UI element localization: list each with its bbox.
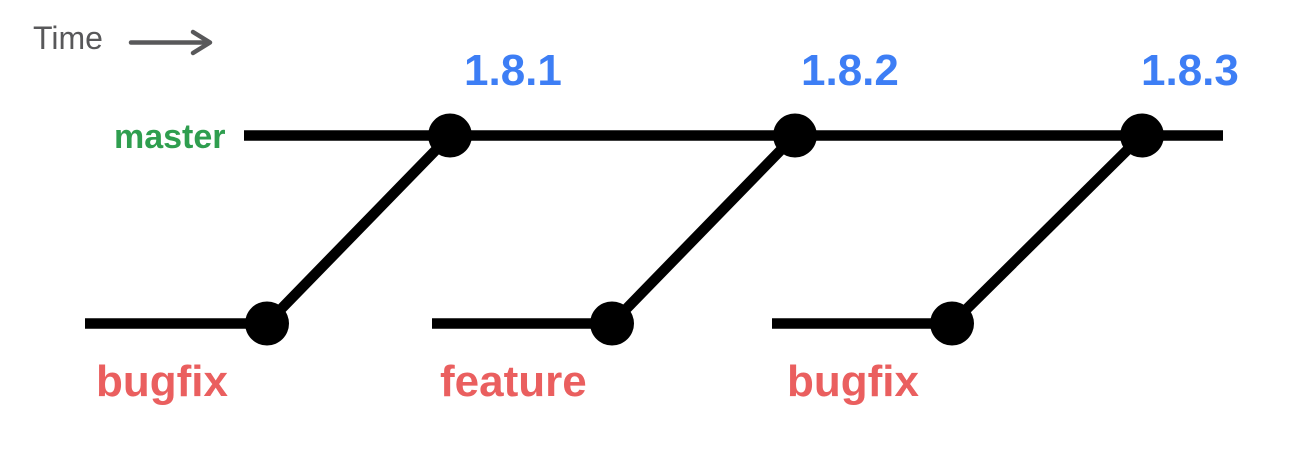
release-commit-dot-1 xyxy=(428,113,472,158)
bugfix-branch-label-2: bugfix xyxy=(787,357,919,406)
master-branch-label: master xyxy=(114,118,226,156)
time-axis-label: Time xyxy=(33,20,103,56)
version-tag-1.8.3: 1.8.3 xyxy=(1141,46,1239,95)
time-arrow-icon xyxy=(128,29,213,56)
merge-line-1 xyxy=(263,131,454,328)
merge-line-3 xyxy=(948,131,1146,328)
release-commit-dot-2 xyxy=(773,113,817,158)
version-tag-1.8.2: 1.8.2 xyxy=(801,46,899,95)
release-commit-dot-3 xyxy=(1120,113,1164,158)
branch-commit-dot-3 xyxy=(930,301,974,346)
version-tag-1.8.1: 1.8.1 xyxy=(464,46,562,95)
branch-commit-dot-2 xyxy=(590,301,634,346)
merge-line-2 xyxy=(608,131,799,328)
feature-branch-label: feature xyxy=(440,357,587,406)
bugfix-branch-label-1: bugfix xyxy=(96,357,228,406)
branch-commit-dot-1 xyxy=(245,301,289,346)
